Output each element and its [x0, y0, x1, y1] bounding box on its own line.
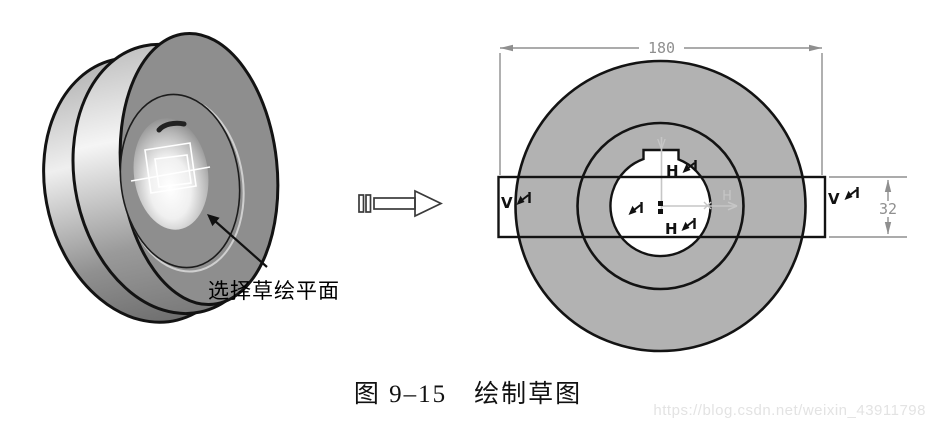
callout-label: 选择草绘平面	[208, 279, 340, 303]
sketch-rectangle	[497, 175, 827, 239]
constraint-left-label: V	[501, 194, 513, 212]
figure-caption: 图 9–15 绘制草图	[353, 381, 583, 408]
constraint-arrow-icon	[843, 185, 859, 202]
sketch-plane-wireframe	[130, 142, 211, 194]
watermark-text: https://blog.csdn.net/weixin_43911798	[653, 402, 926, 419]
sketch-view: V H 180 32 V V H H	[497, 39, 907, 353]
coincident-origin-marker	[658, 201, 663, 214]
constraint-right-label: V	[828, 190, 840, 208]
axis-v-label: V	[657, 138, 666, 153]
width-dimension-value: 180	[648, 39, 675, 57]
constraint-bottom-label: H	[665, 220, 678, 238]
axis-h-label: H	[722, 189, 732, 204]
middle-circle	[576, 121, 745, 291]
model-3d-view	[42, 31, 280, 324]
transform-arrow-icon	[358, 189, 443, 218]
keyway-shadow	[156, 120, 187, 133]
width-dimension	[499, 44, 823, 175]
constraint-top-label: H	[666, 162, 679, 180]
height-dimension	[829, 176, 907, 238]
callout-arrow-icon	[207, 214, 268, 268]
height-dimension-value: 32	[879, 200, 897, 218]
